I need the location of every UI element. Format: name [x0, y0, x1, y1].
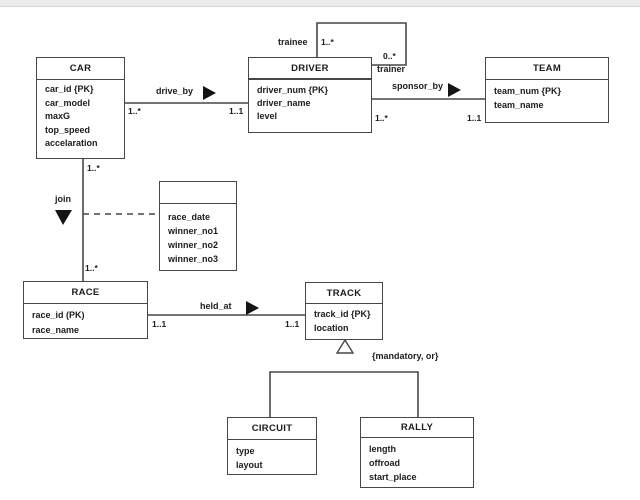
attribute-row: type: [236, 446, 255, 456]
attribute-row: winner_no2: [168, 240, 219, 250]
held-at-card-track: 1..1: [285, 319, 300, 329]
entity-driver-title: DRIVER: [249, 58, 371, 80]
entity-circuit-attributes: type layout: [228, 440, 316, 472]
attribute-row: driver_name: [257, 98, 311, 108]
attribute-row: start_place: [369, 472, 417, 482]
entity-driver: DRIVER driver_num {PK} driver_name level: [248, 57, 372, 133]
training-loop-line: [316, 22, 407, 66]
attribute-row: car_id {PK}: [45, 84, 94, 94]
entity-track-title: TRACK: [306, 283, 382, 304]
trainee-cardinality: 1..*: [321, 37, 334, 47]
entity-race-attributes: race_id (PK) race_name: [24, 304, 147, 338]
entity-race-result: race_date winner_no1 winner_no2 winner_n…: [159, 181, 237, 271]
held-at-arrow-icon: [246, 301, 259, 315]
entity-team-title: TEAM: [486, 58, 608, 80]
entity-rally-title: RALLY: [361, 418, 473, 438]
entity-car-attributes: car_id {PK} car_model maxG top_speed acc…: [37, 80, 124, 151]
attribute-row: track_id {PK}: [314, 309, 371, 319]
entity-race-title: RACE: [24, 282, 147, 304]
attribute-row: race_date: [168, 212, 211, 222]
entity-rally-attributes: length offroad start_place: [361, 438, 473, 484]
join-card-car: 1..*: [87, 163, 100, 173]
attribute-row: maxG: [45, 111, 71, 122]
drive-by-card-driver: 1..1: [229, 106, 244, 116]
entity-car-title: CAR: [37, 58, 124, 80]
sponsor-by-card-driver: 1..*: [375, 113, 388, 123]
attribute-row: race_id (PK): [32, 310, 85, 320]
specialization-constraint-label: {mandatory, or}: [372, 351, 439, 361]
attribute-row: accelaration: [45, 138, 98, 149]
attribute-row: offroad: [369, 458, 400, 468]
held-at-card-race: 1..1: [152, 319, 167, 329]
entity-circuit-title: CIRCUIT: [228, 418, 316, 440]
attribute-row: location: [314, 323, 349, 333]
entity-team: TEAM team_num {PK} team_name: [485, 57, 609, 123]
entity-race-result-title: [160, 182, 236, 204]
attribute-row: team_name: [494, 100, 544, 110]
entity-car: CAR car_id {PK} car_model maxG top_speed…: [36, 57, 125, 159]
trainer-label: trainer: [377, 64, 406, 74]
attribute-row: winner_no1: [168, 226, 219, 236]
specialization-split-line: [269, 371, 419, 417]
attribute-row: level: [257, 111, 278, 121]
drive-by-card-car: 1..*: [128, 106, 141, 116]
entity-circuit: CIRCUIT type layout: [227, 417, 317, 475]
entity-track-attributes: track_id {PK} location: [306, 304, 382, 335]
join-arrow-icon: [55, 210, 72, 225]
trainee-label: trainee: [278, 37, 308, 47]
held-at-label: held_at: [200, 301, 232, 311]
attribute-row: car_model: [45, 97, 91, 108]
sponsor-by-label: sponsor_by: [392, 81, 444, 91]
entity-track: TRACK track_id {PK} location: [305, 282, 383, 340]
attribute-row: driver_num {PK}: [257, 85, 329, 95]
drive-by-arrow-icon: [203, 86, 216, 100]
sponsor-by-card-team: 1..1: [467, 113, 482, 123]
join-label: join: [55, 194, 71, 204]
attribute-row: winner_no3: [168, 254, 219, 264]
trainer-cardinality: 0..*: [383, 51, 396, 61]
join-card-race: 1..*: [85, 263, 98, 273]
entity-race: RACE race_id (PK) race_name: [23, 281, 148, 339]
attribute-row: team_num {PK}: [494, 86, 562, 96]
entity-driver-attributes: driver_num {PK} driver_name level: [249, 80, 371, 123]
attribute-row: top_speed: [45, 124, 91, 135]
attribute-row: race_name: [32, 325, 80, 335]
entity-rally: RALLY length offroad start_place: [360, 417, 474, 488]
specialization-triangle-icon: [335, 338, 355, 354]
sponsor-by-arrow-icon: [448, 83, 461, 97]
entity-team-attributes: team_num {PK} team_name: [486, 80, 608, 112]
drive-by-label: drive_by: [156, 86, 194, 96]
attribute-row: length: [369, 444, 396, 454]
page-top-border: [0, 0, 640, 7]
attribute-row: layout: [236, 460, 263, 470]
entity-race-result-attributes: race_date winner_no1 winner_no2 winner_n…: [160, 204, 236, 266]
